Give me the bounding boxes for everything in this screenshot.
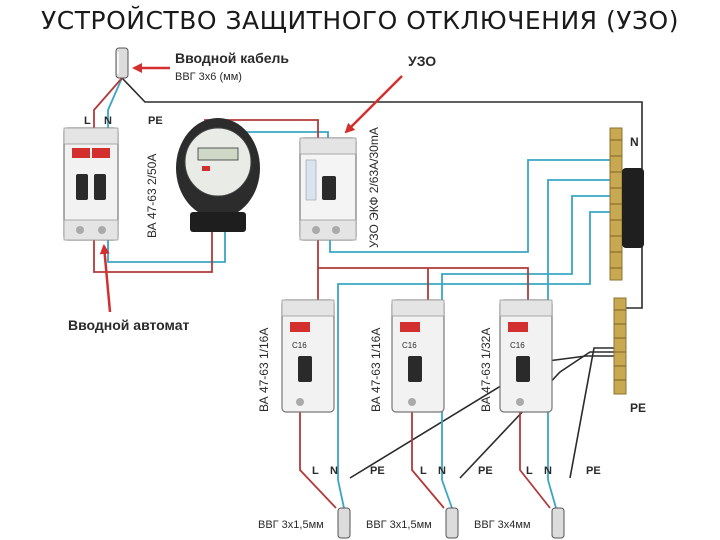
branch-2-terminal-pe: PE xyxy=(478,465,493,477)
branch-breaker-3 xyxy=(499,299,553,413)
page-title: УСТРОЙСТВО ЗАЩИТНОГО ОТКЛЮЧЕНИЯ (УЗО) xyxy=(41,6,679,35)
main-breaker-rating: ВА 47-63 2/50А xyxy=(145,154,159,238)
arrow-main-breaker xyxy=(99,244,112,313)
energy-meter xyxy=(176,118,260,232)
input-cable-label: Вводной кабель xyxy=(175,50,289,66)
branch-3-terminal-pe: PE xyxy=(586,465,601,477)
neutral-busbar xyxy=(609,127,644,281)
output-cable-end-2 xyxy=(445,507,459,539)
input-terminal-n: N xyxy=(104,115,112,127)
breaker-2-rating: ВА 47-63 1/16А xyxy=(369,328,383,412)
breaker-3-rating: ВА 47-63 1/32А xyxy=(479,328,493,412)
branch-3-terminal-l: L xyxy=(526,465,533,477)
branch-breaker-2 xyxy=(391,299,445,413)
rcd-rating: УЗО ЭКФ 2/63А/30mА xyxy=(367,127,381,248)
branch-3-terminal-n: N xyxy=(544,465,552,477)
breaker-1-rating: ВА 47-63 1/16А xyxy=(257,328,271,412)
input-cable xyxy=(115,47,129,79)
branch-1-terminal-n: N xyxy=(330,465,338,477)
ground-busbar-label: PE xyxy=(630,401,646,415)
rcd-device xyxy=(299,137,357,241)
input-cable-spec: ВВГ 3х6 (мм) xyxy=(175,71,242,83)
breaker-3-marking: C16 xyxy=(510,341,525,350)
branch-1-terminal-pe: PE xyxy=(370,465,385,477)
main-breaker xyxy=(63,127,119,241)
neutral-busbar-label: N xyxy=(630,135,639,149)
breaker-1-marking: C16 xyxy=(292,341,307,350)
input-terminal-pe: PE xyxy=(148,115,163,127)
branch-2-terminal-l: L xyxy=(420,465,427,477)
output-cable-2-label: ВВГ 3х1,5мм xyxy=(366,519,432,531)
output-cable-end-1 xyxy=(337,507,351,539)
branch-breaker-1 xyxy=(281,299,335,413)
ground-wires xyxy=(121,77,643,479)
rcd-callout-label: УЗО xyxy=(408,53,436,69)
main-breaker-callout-label: Вводной автомат xyxy=(68,317,189,333)
branch-1-terminal-l: L xyxy=(312,465,319,477)
branch-2-terminal-n: N xyxy=(438,465,446,477)
breaker-2-marking: C16 xyxy=(402,341,417,350)
input-terminal-l: L xyxy=(84,115,91,127)
ground-busbar xyxy=(613,297,627,395)
phase-wires xyxy=(93,77,551,509)
output-cable-3-label: ВВГ 3х4мм xyxy=(474,519,531,531)
output-cable-end-3 xyxy=(551,507,565,539)
output-cable-1-label: ВВГ 3х1,5мм xyxy=(258,519,324,531)
arrow-rcd xyxy=(344,75,403,134)
